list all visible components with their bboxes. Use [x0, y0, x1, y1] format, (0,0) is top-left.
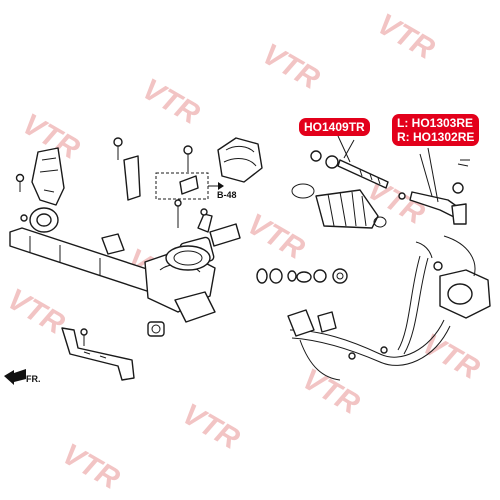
b48-reference: B-48: [155, 172, 237, 200]
watermark: VTR: [257, 37, 326, 96]
front-arrow-icon: [4, 369, 26, 385]
rack-bushing: [20, 207, 59, 233]
tie-rod-end-left-part-number: L: HO1303RE: [397, 116, 474, 130]
watermark: VTR: [2, 282, 71, 341]
watermark: VTR: [57, 437, 126, 496]
watermark: VTR: [242, 207, 311, 266]
watermark: VTR: [372, 7, 441, 66]
dust-boot-upper: [217, 137, 263, 183]
tie-rod-end-callout[interactable]: L: HO1303RE R: HO1302RE: [392, 114, 480, 146]
b48-label: B-48: [217, 190, 237, 200]
tie-rod-part-number: HO1409TR: [304, 120, 365, 134]
pressure-hoses: [287, 241, 451, 381]
front-direction-indicator: FR.: [4, 369, 41, 385]
upper-fasteners: [113, 137, 199, 201]
watermark: VTR: [137, 72, 206, 131]
steering-gear-box: [101, 199, 241, 271]
power-steering-pump: [433, 235, 491, 319]
rack-boot: [291, 183, 387, 229]
seal-kit: [256, 268, 348, 284]
tie-rod: [310, 139, 389, 189]
front-label: FR.: [26, 374, 41, 384]
tie-rod-end: [398, 153, 470, 225]
callout-leaders: [337, 135, 439, 203]
watermark: VTR: [177, 397, 246, 456]
watermark: VTR: [297, 362, 366, 421]
lower-bracket: [61, 321, 165, 381]
tie-rod-callout[interactable]: HO1409TR: [299, 118, 370, 136]
mounting-bracket-upper-left: [15, 147, 65, 206]
tie-rod-end-right-part-number: R: HO1302RE: [397, 130, 475, 144]
watermark: VTR: [417, 327, 486, 386]
